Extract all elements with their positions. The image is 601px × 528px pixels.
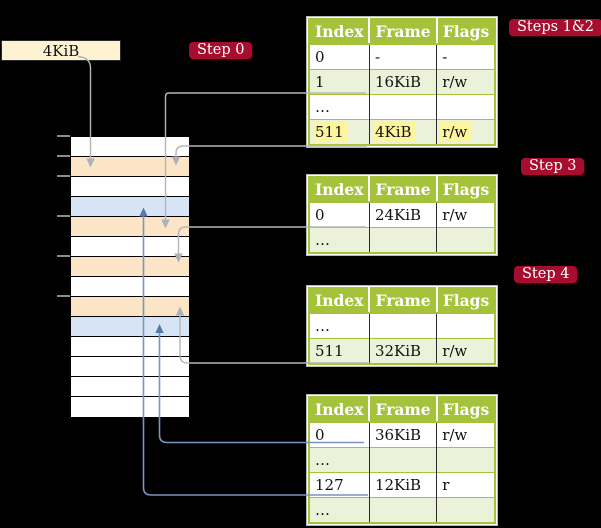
table-cell: …: [309, 227, 370, 253]
table-cell: [368, 227, 437, 253]
table-row: 511 4KiB r/w: [309, 119, 496, 145]
table-cell: 36KiB: [368, 422, 437, 448]
memory-frame-free: [71, 357, 189, 377]
table-cell: 32KiB: [368, 338, 437, 364]
table-cell: [436, 497, 496, 523]
memory-frame-mapped-page: [71, 317, 189, 337]
table-cell: 511: [309, 119, 370, 145]
table-row: …: [309, 497, 496, 523]
memory-frame-free: [71, 377, 189, 397]
memory-frame-mapped-page: [71, 197, 189, 217]
table-cell: 0: [309, 202, 370, 228]
column-header-index: Index: [309, 397, 370, 423]
memory-address-tick: [57, 255, 70, 257]
table-cell: 12KiB: [368, 472, 437, 498]
frame-size-box: 4KiB: [1, 40, 121, 61]
steps-1-2-badge: Steps 1&2: [509, 19, 601, 36]
memory-frame-free: [71, 397, 189, 417]
table-cell: [368, 447, 437, 473]
table-cell: -: [368, 44, 437, 70]
highlighted-value: r/w: [440, 122, 472, 142]
table-cell: -: [436, 44, 496, 70]
table-cell: 16KiB: [368, 69, 437, 95]
step-3-badge: Step 3: [521, 158, 585, 175]
table-cell: r/w: [436, 338, 496, 364]
table-cell: [436, 447, 496, 473]
memory-frame-page-table: [71, 157, 189, 177]
table-cell: 1: [309, 69, 370, 95]
table-cell: 127: [309, 472, 370, 498]
memory-frame-free: [71, 177, 189, 197]
highlighted-value: 511: [313, 122, 348, 142]
table-cell: r: [436, 472, 496, 498]
table-cell: [436, 227, 496, 253]
column-header-frame: Frame: [368, 177, 437, 203]
column-header-frame: Frame: [368, 19, 437, 45]
table-cell: 511: [309, 338, 370, 364]
table-cell: [368, 497, 437, 523]
table-cell: [436, 313, 496, 339]
table-cell: [368, 94, 437, 120]
physical-memory-column: [70, 136, 190, 418]
step-0-badge: Step 0: [189, 42, 253, 59]
table-cell: r/w: [436, 69, 496, 95]
table-cell: 24KiB: [368, 202, 437, 228]
memory-address-tick: [57, 155, 70, 157]
memory-frame-page-table: [71, 257, 189, 277]
table-cell: …: [309, 313, 370, 339]
table-cell: 4KiB: [368, 119, 437, 145]
memory-frame-free: [71, 277, 189, 297]
table-cell: …: [309, 497, 370, 523]
memory-address-tick: [57, 175, 70, 177]
table-row: …: [309, 447, 496, 473]
memory-frame-page-table: [71, 297, 189, 317]
table-cell: r/w: [436, 202, 496, 228]
column-header-index: Index: [309, 177, 370, 203]
column-header-index: Index: [309, 288, 370, 314]
highlighted-value: 4KiB: [372, 122, 416, 142]
table-cell: [436, 94, 496, 120]
table-cell: …: [309, 447, 370, 473]
column-header-flags: Flags: [435, 177, 496, 203]
memory-address-tick: [57, 135, 70, 137]
table-row: …: [309, 227, 496, 253]
table-cell: 0: [309, 422, 370, 448]
memory-address-tick: [57, 295, 70, 297]
column-header-index: Index: [309, 19, 370, 45]
table-row: …: [309, 313, 496, 339]
memory-frame-page-table: [71, 217, 189, 237]
column-header-flags: Flags: [435, 19, 496, 45]
table-row: 0--: [309, 44, 496, 70]
column-header-flags: Flags: [435, 397, 496, 423]
column-header-frame: Frame: [368, 397, 437, 423]
frame-size-label: 4KiB: [42, 41, 80, 60]
table-cell: [368, 313, 437, 339]
step-4-badge: Step 4: [514, 266, 578, 283]
table-cell: 0: [309, 44, 370, 70]
column-header-flags: Flags: [435, 288, 496, 314]
column-header-frame: Frame: [368, 288, 437, 314]
memory-frame-free: [71, 337, 189, 357]
table-cell: …: [309, 94, 370, 120]
memory-frame-free: [71, 237, 189, 257]
table-cell: r/w: [436, 119, 496, 145]
memory-address-tick: [57, 215, 70, 217]
table-cell: r/w: [436, 422, 496, 448]
table-row: …: [309, 94, 496, 120]
memory-frame-free: [71, 137, 189, 157]
